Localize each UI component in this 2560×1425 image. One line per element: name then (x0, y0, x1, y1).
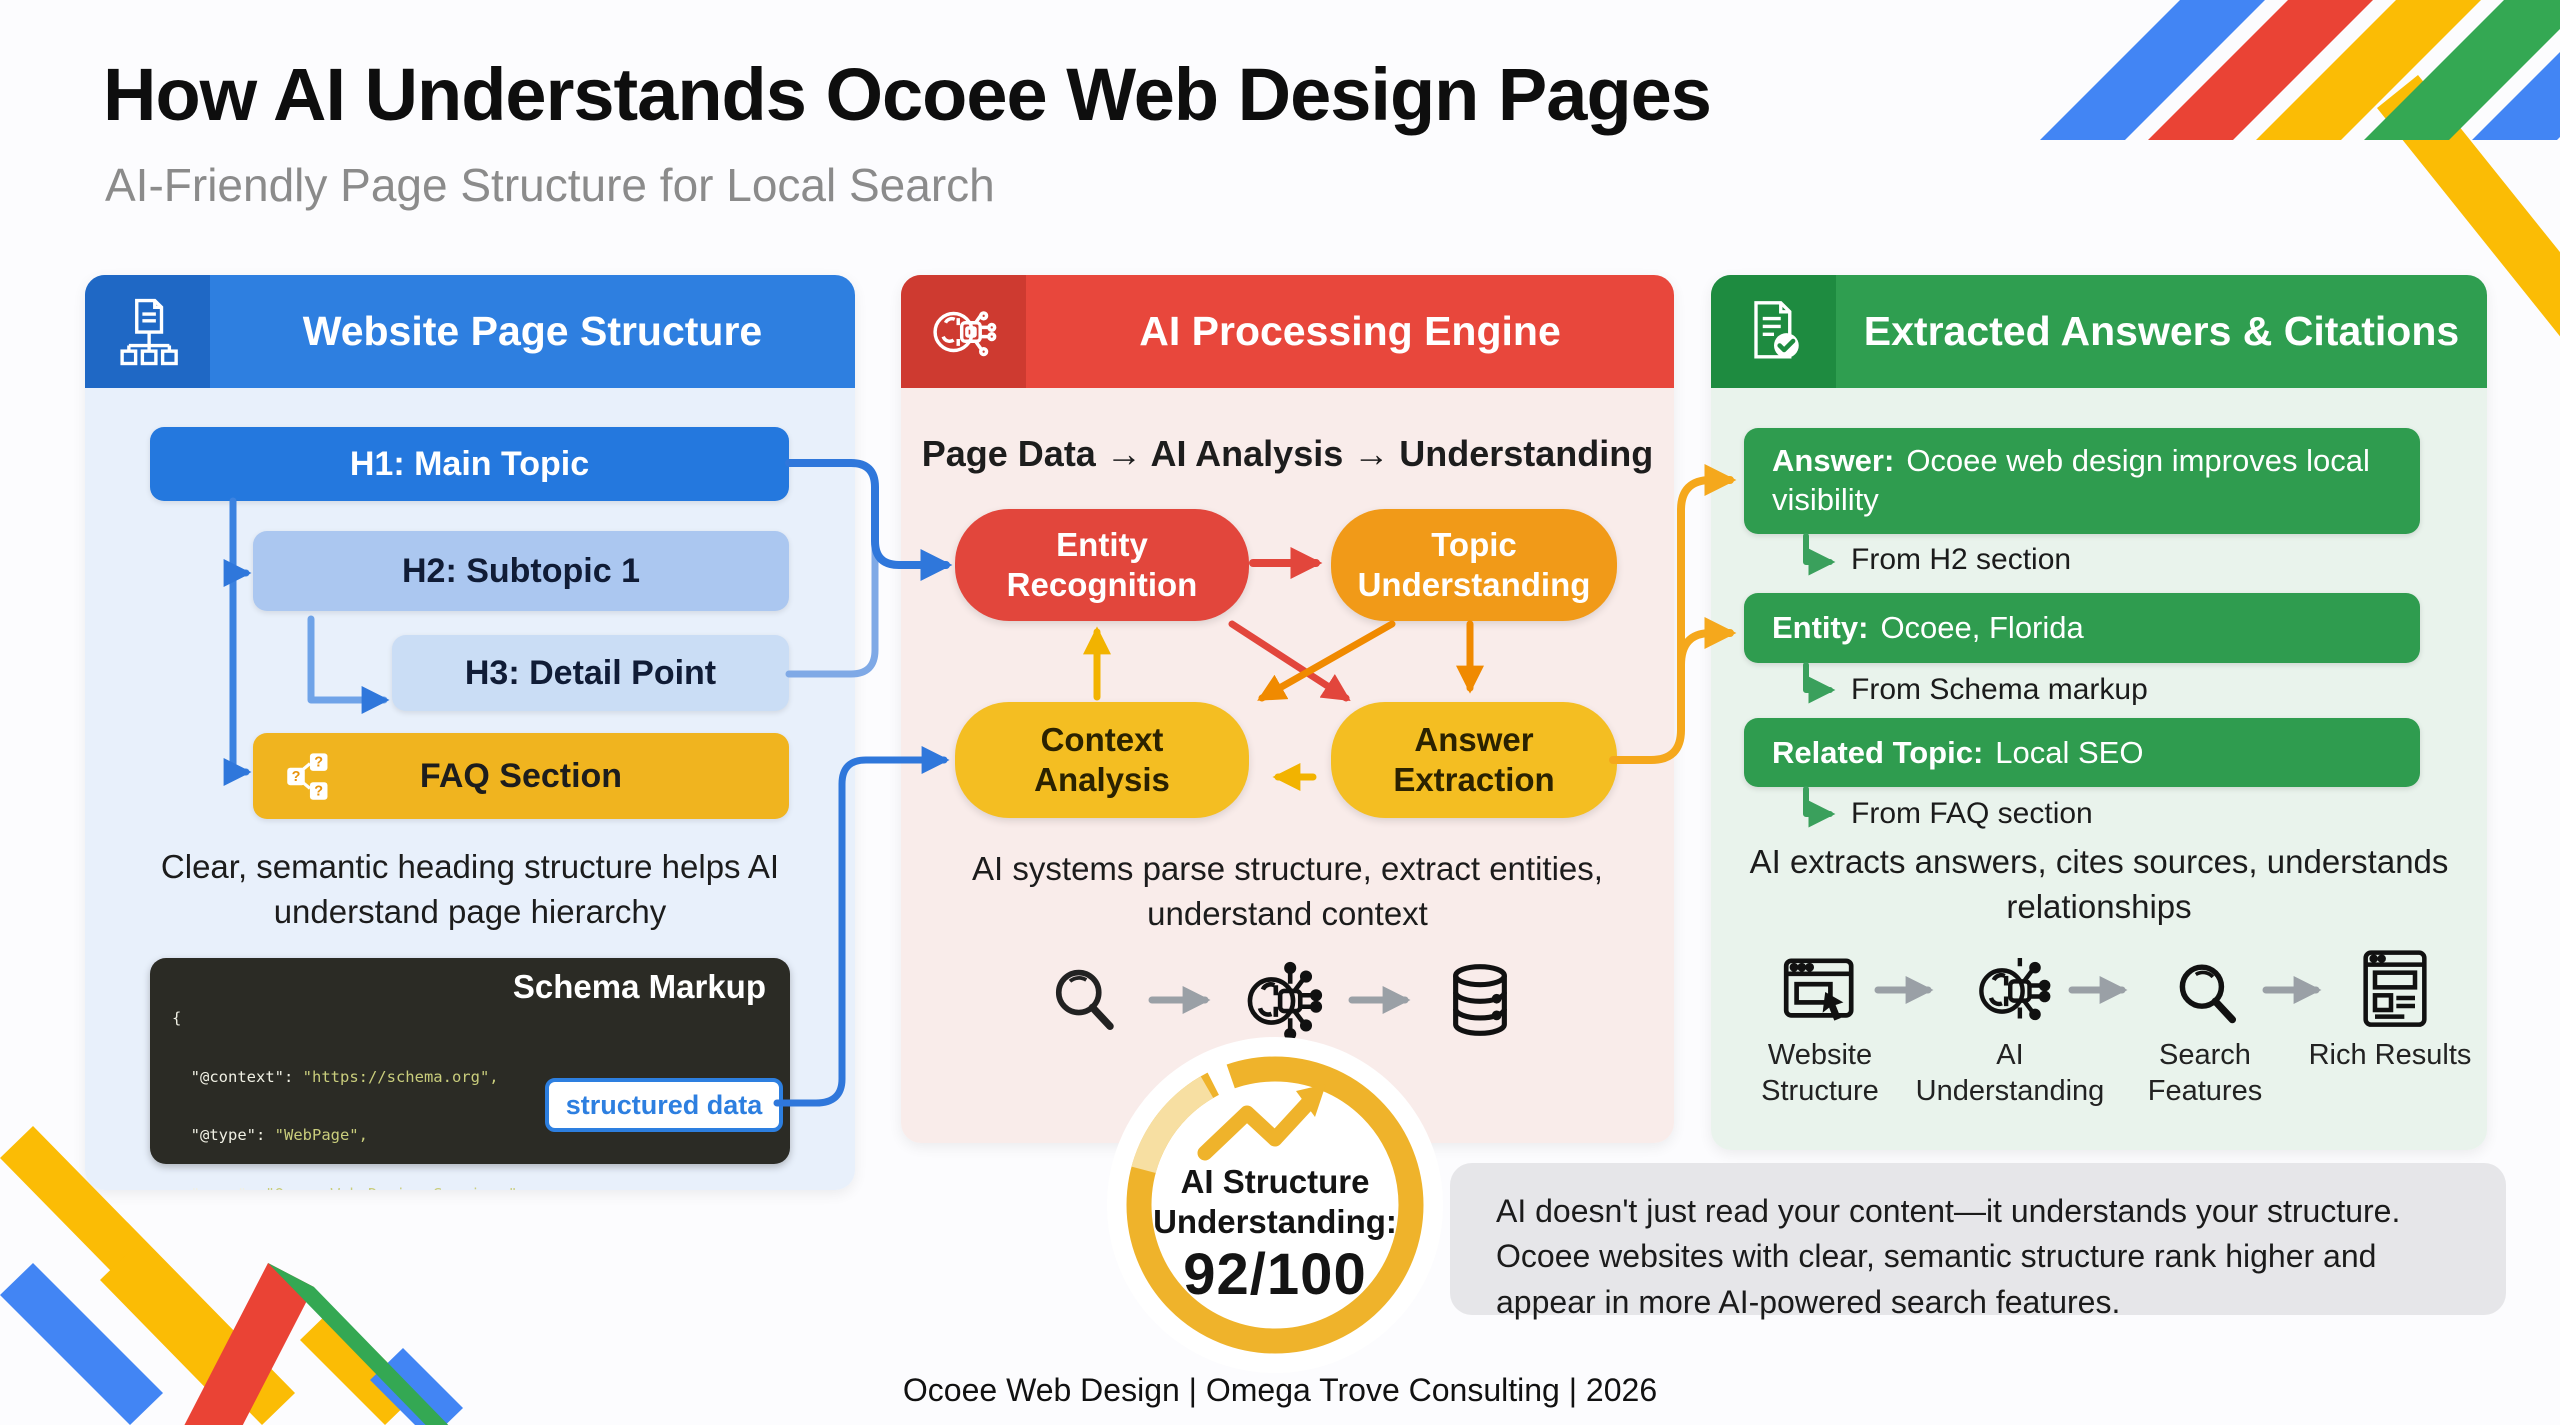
svg-text:?: ? (314, 755, 323, 771)
panel-ai-processing: AI Processing Engine Page Data → AI Anal… (901, 275, 1674, 1143)
faq-box: ? ? ? FAQ Section (253, 733, 789, 819)
database-icon (1439, 959, 1521, 1046)
schema-markup-block: Schema Markup { "@context": "https://sch… (150, 958, 790, 1190)
entity-label: Entity: (1772, 610, 1869, 645)
entity-result-box: Entity: Ocoee, Florida (1744, 593, 2420, 663)
h1-box: H1: Main Topic (150, 427, 789, 501)
entity-value: Ocoee, Florida (1880, 610, 2084, 645)
topic-understanding-node: Topic Understanding (1331, 509, 1617, 621)
search-features-icon (2169, 955, 2247, 1038)
pipeline-label-rich-results: Rich Results (2308, 1039, 2472, 1071)
faq-box-label: FAQ Section (419, 756, 623, 795)
google-chevrons-bottom-left (0, 1126, 463, 1425)
answers-panel-title: Extracted Answers & Citations (1863, 308, 2460, 354)
related-topic-value: Local SEO (1995, 734, 2144, 770)
brain-circuit-icon (901, 275, 1026, 388)
rich-results-icon (2355, 947, 2435, 1038)
answer-label: Answer: (1772, 443, 1895, 479)
context-analysis-node: Context Analysis (955, 702, 1249, 818)
related-topic-label: Related Topic: (1772, 734, 1984, 770)
google-chevrons-top-right (2040, 0, 2560, 337)
page-title: How AI Understands Ocoee Web Design Page… (103, 53, 1712, 136)
engine-panel-title: AI Processing Engine (1139, 308, 1561, 354)
answers-panel-header: Extracted Answers & Citations (1711, 275, 2487, 388)
structure-panel-title: Website Page Structure (302, 308, 763, 354)
svg-text:?: ? (314, 784, 323, 800)
schema-code: { "@context": "https://schema.org", "@ty… (172, 1009, 527, 1190)
answer-extraction-node: Answer Extraction (1331, 702, 1617, 818)
gauge-label-line1: AI Structure (1180, 1163, 1370, 1200)
pipeline-label-website-structure: Website Structure (1761, 1039, 1879, 1108)
engine-panel-header: AI Processing Engine (901, 275, 1674, 388)
trend-up-icon (1197, 1084, 1326, 1161)
ai-understanding-icon (1969, 947, 2057, 1040)
gauge-score: 92/100 (1183, 1242, 1367, 1307)
ai-brain-chip-icon (1237, 955, 1329, 1052)
ai-structure-gauge: AI Structure Understanding: 92/100 (1105, 1035, 1445, 1375)
answer-citation: From H2 section (1851, 543, 2072, 576)
structure-panel-header: Website Page Structure (85, 275, 855, 388)
sitemap-document-icon (85, 275, 210, 388)
pipeline-label-search-features: Search Features (2147, 1039, 2263, 1108)
h2-box: H2: Subtopic 1 (253, 531, 789, 611)
h3-box: H3: Detail Point (392, 635, 789, 711)
gauge-label-line2: Understanding: (1153, 1203, 1397, 1240)
structure-caption: Clear, semantic heading structure helps … (160, 848, 780, 930)
panel-website-structure: Website Page Structure H1: Main Topic H2… (85, 275, 855, 1190)
answer-result-box: Answer:Ocoee web design improves local v… (1744, 428, 2420, 534)
page-subtitle: AI-Friendly Page Structure for Local Sea… (105, 159, 995, 211)
insight-callout: AI doesn't just read your content—it und… (1450, 1163, 2506, 1320)
entity-recognition-node: Entity Recognition (955, 509, 1249, 621)
answer-value: Ocoee web design improves local visibili… (1772, 443, 2370, 517)
svg-text:?: ? (292, 769, 301, 785)
document-check-icon (1711, 275, 1836, 388)
structured-data-chip: structured data (545, 1078, 783, 1132)
related-topic-citation: From FAQ section (1851, 797, 2093, 830)
schema-markup-title: Schema Markup (512, 968, 766, 1005)
answers-caption: AI extracts answers, cites sources, unde… (1749, 843, 2449, 925)
website-structure-icon (1778, 953, 1862, 1036)
processing-flow-text: Page Data → AI Analysis → Understanding (921, 433, 1654, 474)
footer-credit: Ocoee Web Design | Omega Trove Consultin… (902, 1372, 1658, 1408)
pipeline-label-ai-understanding: AI Understanding (1915, 1039, 2105, 1108)
magnifier-icon (1045, 960, 1125, 1045)
faq-question-icon: ? ? ? (279, 743, 345, 818)
panel-extracted-answers: Extracted Answers & Citations Answer:Oco… (1711, 275, 2487, 1150)
related-topic-box: Related Topic: Local SEO (1744, 718, 2420, 787)
engine-caption: AI systems parse structure, extract enti… (972, 850, 1603, 932)
entity-citation: From Schema markup (1851, 673, 2148, 706)
